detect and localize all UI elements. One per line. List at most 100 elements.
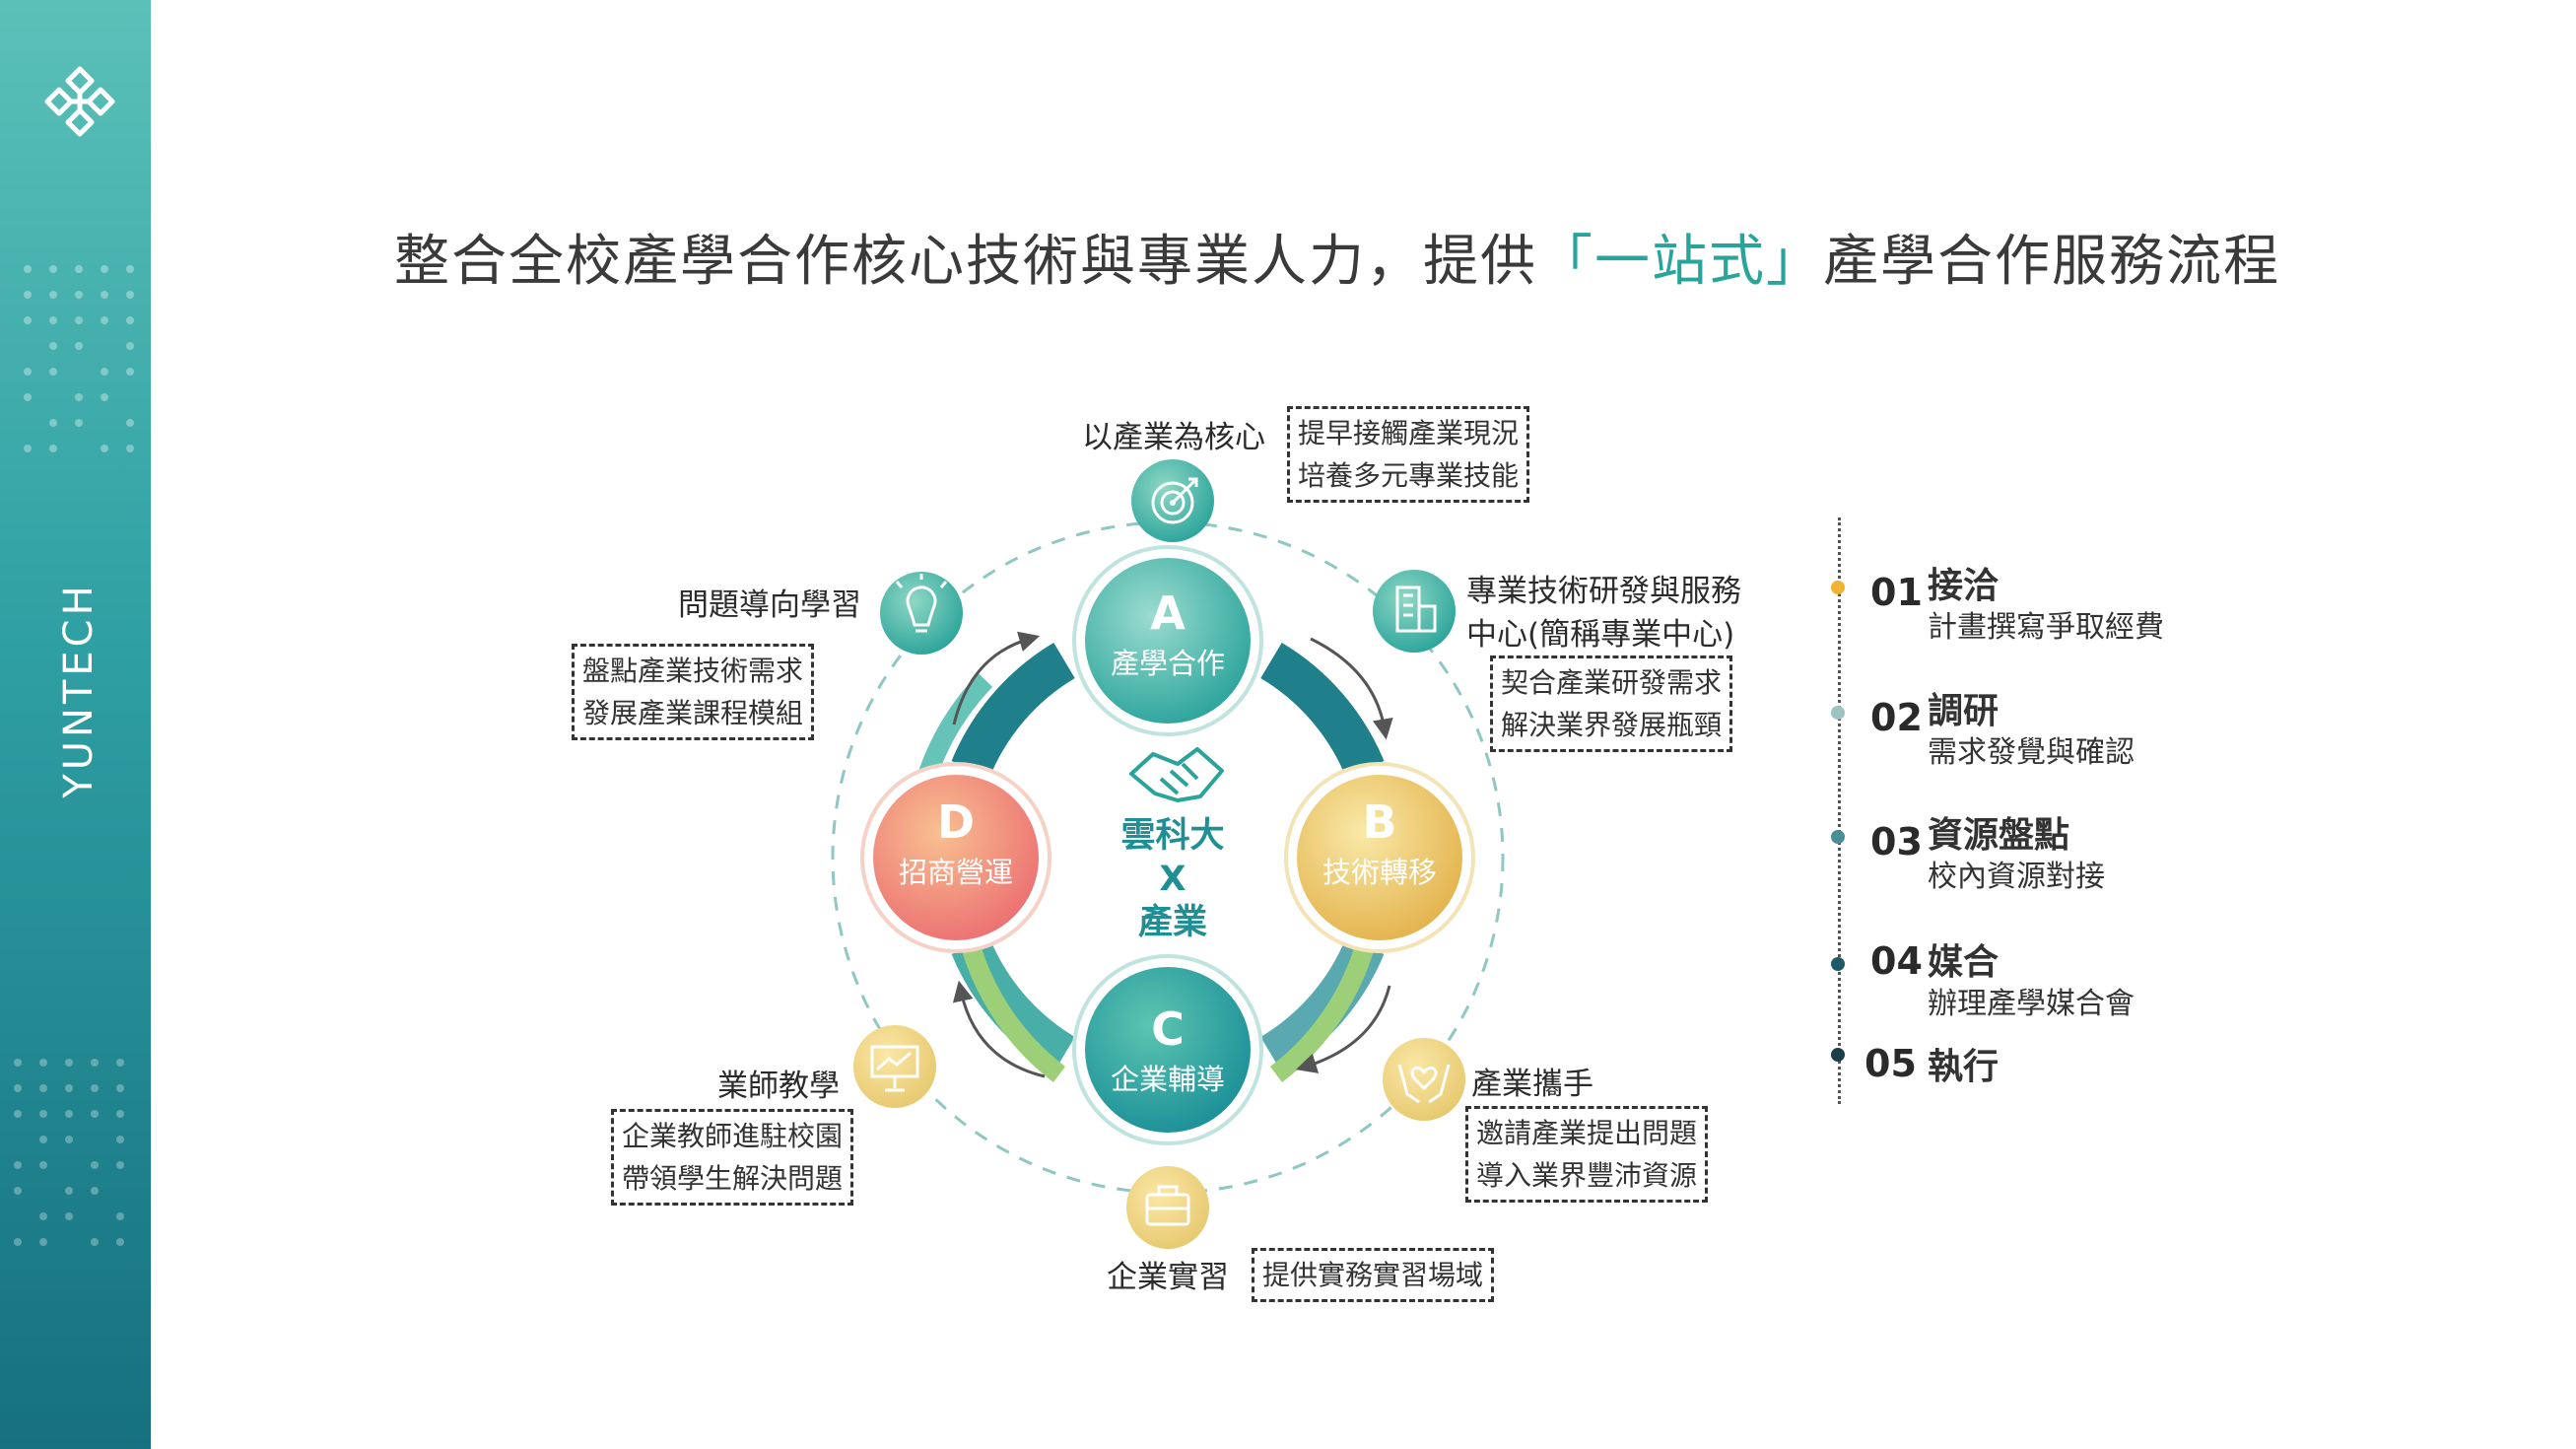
label-top-left: 問題導向學習: [678, 587, 861, 623]
sidebar: YUNTECH: [0, 0, 151, 1449]
step-04-dot: [1831, 957, 1845, 971]
box-top-line-2: 培養多元專業技能: [1298, 459, 1520, 492]
node-c-letter: C: [1151, 1002, 1185, 1056]
step-05-title: 執行: [1928, 1047, 2000, 1087]
dot: [14, 1238, 22, 1246]
dot: [101, 445, 108, 452]
step-02-title: 調研: [1928, 691, 2000, 731]
title-before: 整合全校產學合作核心技術與專業人力，提供: [394, 230, 1537, 294]
dot: [75, 316, 83, 324]
briefcase-icon: [1126, 1166, 1209, 1249]
dot: [39, 1212, 47, 1220]
handshake-icon: [1129, 747, 1224, 802]
process-timeline: [1838, 518, 1845, 1104]
dot: [39, 1084, 47, 1092]
page-title: 整合全校產學合作核心技術與專業人力，提供「一站式」產學合作服務流程: [394, 217, 2278, 297]
label-top-right: 專業技術研發與服務 中心(簡稱專業中心): [1466, 570, 1741, 656]
node-a-letter: A: [1150, 586, 1186, 640]
dot: [65, 1212, 73, 1220]
center-line-2: X: [1159, 860, 1186, 899]
step-04-title: 媒合: [1928, 942, 2000, 983]
dot: [75, 419, 83, 427]
step-05-number: 05: [1864, 1042, 1917, 1085]
step-01-subtitle: 計畫撰寫爭取經費: [1928, 610, 2164, 645]
dot: [24, 393, 32, 401]
dot: [49, 265, 57, 273]
label-top-right-line-2: 中心(簡稱專業中心): [1466, 617, 1735, 653]
dot: [75, 342, 83, 350]
dot: [49, 368, 57, 376]
box-bottom: 提供實務實習場域: [1252, 1248, 1495, 1302]
node-d-label: 招商營運: [899, 856, 1013, 889]
dot: [65, 1084, 73, 1092]
dot: [65, 1187, 73, 1195]
step-03-dot: [1831, 830, 1845, 844]
step-03-title: 資源盤點: [1928, 815, 2070, 856]
label-top-right-line-1: 專業技術研發與服務: [1466, 574, 1741, 609]
box-top-right-line-2: 解決業界發展瓶頸: [1501, 709, 1723, 741]
box-top-left-line-1: 盤點產業技術需求: [582, 655, 804, 687]
dot: [91, 1238, 99, 1246]
label-bottom-left: 業師教學: [717, 1069, 840, 1104]
box-top-right: 契合產業研發需求 解決業界發展瓶頸: [1490, 656, 1733, 752]
dot: [65, 1136, 73, 1143]
label-bottom: 企業實習: [1107, 1260, 1229, 1295]
box-bottom-left-line-1: 企業教師進駐校園: [622, 1120, 844, 1152]
node-c-label: 企業輔導: [1111, 1063, 1225, 1096]
box-top-left: 盤點產業技術需求 發展產業課程模組: [572, 644, 815, 740]
arrow-a-to-b: [1310, 637, 1393, 740]
dot: [24, 445, 32, 452]
dot: [126, 316, 134, 324]
dot: [14, 1161, 22, 1169]
node-a: A 產學合作: [1072, 545, 1263, 736]
dot: [75, 291, 83, 299]
dot: [126, 291, 134, 299]
dot: [39, 1161, 47, 1169]
box-bottom-right-line-2: 導入業界豐沛資源: [1476, 1159, 1698, 1192]
dot: [14, 1187, 22, 1195]
box-bottom-right: 邀請產業提出問題 導入業界豐沛資源: [1465, 1106, 1709, 1203]
dot: [39, 1238, 47, 1246]
node-d-letter: D: [937, 795, 975, 849]
step-02-dot: [1831, 706, 1845, 720]
step-04-number: 04: [1870, 939, 1923, 983]
dot: [49, 316, 57, 324]
dot: [75, 393, 83, 401]
dot: [14, 1110, 22, 1118]
dot: [65, 1110, 73, 1118]
snowflake-logo-icon: [44, 66, 115, 137]
dot: [101, 393, 108, 401]
dot: [126, 265, 134, 273]
box-top: 提早接觸產業現況 培養多元專業技能: [1287, 406, 1530, 503]
label-top: 以產業為核心: [1082, 420, 1265, 455]
dot: [101, 265, 108, 273]
dot: [49, 342, 57, 350]
step-02-number: 02: [1870, 696, 1923, 739]
dot: [91, 1059, 99, 1067]
dot: [126, 445, 134, 452]
step-03-subtitle: 校內資源對接: [1928, 860, 2105, 894]
step-02-subtitle: 需求發覺與確認: [1928, 735, 2135, 770]
dot: [24, 291, 32, 299]
hands-heart-icon: [1383, 1038, 1465, 1121]
dot: [24, 265, 32, 273]
dot: [116, 1136, 124, 1143]
box-bottom-left: 企業教師進駐校園 帶領學生解決問題: [611, 1109, 854, 1206]
dot: [65, 1059, 73, 1067]
dot-pattern-bottom: [14, 1059, 124, 1246]
dot: [91, 1161, 99, 1169]
node-b-label: 技術轉移: [1322, 856, 1437, 889]
step-04-subtitle: 辦理產學媒合會: [1928, 987, 2135, 1021]
box-bottom-left-line-2: 帶領學生解決問題: [622, 1162, 844, 1195]
box-top-left-line-2: 發展產業課程模組: [582, 697, 804, 729]
center-line-3: 產業: [1137, 903, 1207, 942]
node-b: B 技術轉移: [1284, 762, 1475, 953]
dot: [24, 368, 32, 376]
dot: [49, 419, 57, 427]
arrow-c-to-d: [952, 980, 1046, 1078]
dot: [91, 1187, 99, 1195]
dot: [91, 1084, 99, 1092]
center-line-1: 雲科大: [1120, 816, 1225, 856]
dot: [116, 1110, 124, 1118]
dot: [116, 1084, 124, 1092]
